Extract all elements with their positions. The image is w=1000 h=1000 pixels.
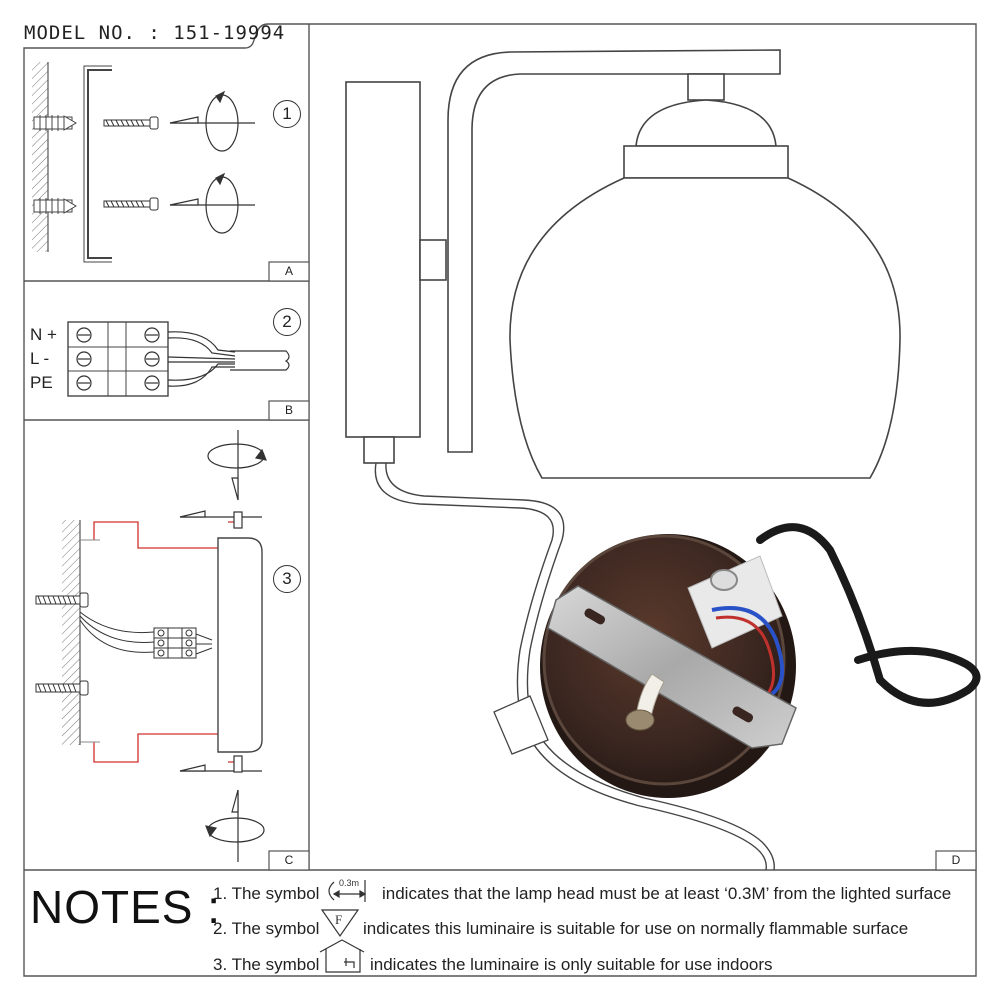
panel-d-lamp-drawing — [345, 49, 901, 871]
note-3: 3. The symbol indicates the luminaire is… — [213, 955, 973, 977]
note-2-text: indicates this luminaire is suitable for… — [363, 919, 909, 938]
panel-b-label-box — [268, 400, 310, 421]
symbol-distance-icon — [328, 880, 367, 902]
panel-a-label: A — [284, 264, 293, 278]
house-icon — [319, 939, 365, 973]
step-number-1: 1 — [273, 100, 301, 128]
note-3-prefix: 3. The symbol — [213, 955, 320, 974]
note-1: 1. The symbol indicates that the lamp he… — [213, 884, 973, 906]
note-2: 2. The symbol indicates this luminaire i… — [213, 919, 973, 941]
symbol-distance-label: 0.3m — [339, 878, 359, 888]
notes-title: NOTES : — [30, 881, 222, 933]
symbol-flammable-icon — [320, 909, 360, 938]
note-1-text: indicates that the lamp head must be at … — [382, 884, 952, 903]
symbol-flammable-letter: F — [335, 912, 342, 927]
note-2-prefix: 2. The symbol — [213, 919, 320, 938]
terminal-label-earth: PE — [30, 373, 53, 392]
step-number-2: 2 — [273, 308, 301, 336]
model-number: MODEL NO. : 151-19994 — [24, 22, 286, 44]
panel-b-label: B — [284, 403, 293, 417]
panel-c-label: C — [284, 853, 294, 867]
panel-a-drawing — [32, 62, 255, 263]
panel-a-label-box — [268, 261, 310, 282]
panel-c-label-box — [268, 850, 310, 871]
panel-b-terminal-block — [67, 321, 290, 397]
mounting-plate-photo — [540, 523, 981, 798]
note-1-prefix: 1. The symbol — [213, 884, 320, 903]
terminal-label-live: L - — [30, 349, 50, 368]
panel-d-label: D — [951, 853, 961, 867]
note-3-text: indicates the luminaire is only suitable… — [370, 955, 773, 974]
step-number-3: 3 — [273, 565, 301, 593]
panel-d-label-box — [935, 850, 977, 871]
terminal-label-neutral: N + — [30, 325, 57, 344]
panel-c-drawing — [35, 430, 267, 862]
